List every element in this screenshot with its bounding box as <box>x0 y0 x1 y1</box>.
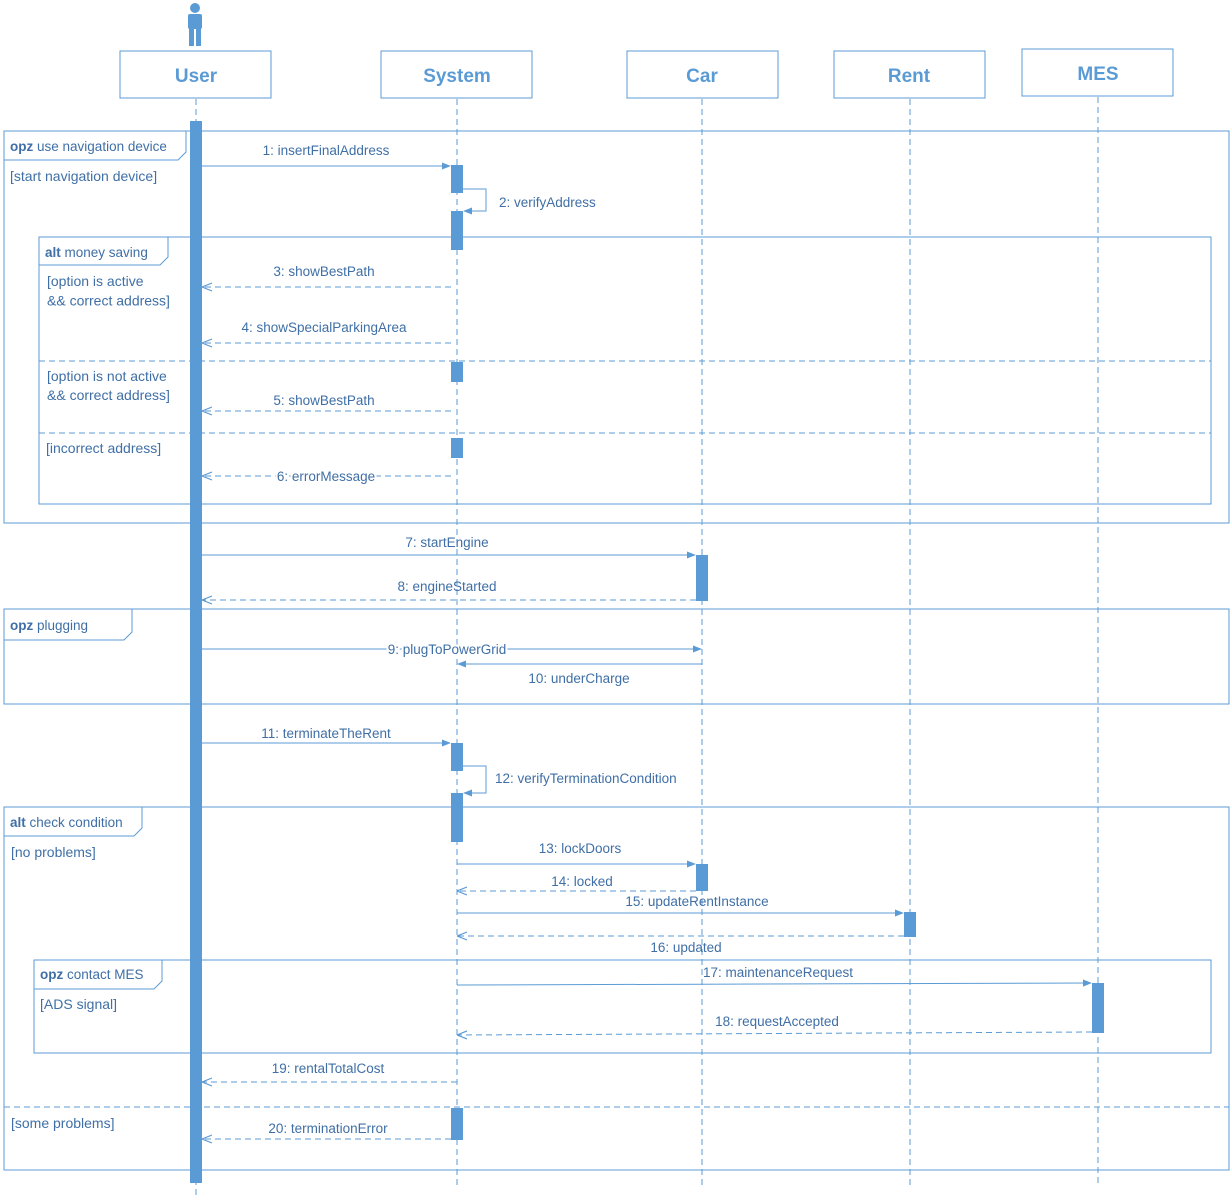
svg-text:12: verifyTerminationCondition: 12: verifyTerminationCondition <box>495 771 677 786</box>
svg-text:4: showSpecialParkingArea: 4: showSpecialParkingArea <box>241 320 407 335</box>
messages: 1: insertFinalAddress 2: verifyAddress 3… <box>202 143 1093 1139</box>
svg-text:opz use navigation device: opz use navigation device <box>10 139 167 154</box>
message-12[interactable]: 12: verifyTerminationCondition <box>463 765 677 797</box>
message-6[interactable]: 6: errorMessage <box>203 467 451 486</box>
fragment-money-saving[interactable]: alt money saving [option is active&& cor… <box>38 236 1212 505</box>
message-13[interactable]: 13: lockDoors <box>457 841 696 868</box>
message-15[interactable]: 15: updateRentInstance <box>457 894 904 917</box>
activation-system <box>451 793 463 842</box>
fragment-title: check condition <box>30 815 123 830</box>
guard-option-not-active: [option is not active&& correct address] <box>47 368 170 403</box>
guard-incorrect-address: [incorrect address] <box>46 440 161 456</box>
activation-user <box>190 121 202 1183</box>
guard-start-navigation: [start navigation device] <box>10 168 157 184</box>
message-10[interactable]: 10: underCharge <box>457 660 702 686</box>
message-7[interactable]: 7: startEngine <box>202 535 696 559</box>
fragment-check-condition[interactable]: alt check condition [no problems] [some … <box>3 806 1230 1171</box>
guard-option-active: [option is active&& correct address] <box>47 273 170 309</box>
svg-text:2: verifyAddress: 2: verifyAddress <box>499 195 596 210</box>
fragment-use-navigation-device[interactable]: opz use navigation device [start navigat… <box>3 130 1230 524</box>
svg-text:3: showBestPath: 3: showBestPath <box>273 264 374 279</box>
fragment-keyword: opz <box>10 618 33 633</box>
participant-rent[interactable]: Rent <box>833 50 986 99</box>
guard-no-problems: [no problems] <box>11 844 96 860</box>
message-2[interactable]: 2: verifyAddress <box>463 188 596 215</box>
fragment-keyword: alt <box>45 245 61 260</box>
svg-text:alt money saving: alt money saving <box>45 245 148 260</box>
participant-user[interactable]: User <box>119 50 272 99</box>
message-4[interactable]: 4: showSpecialParkingArea <box>203 320 451 343</box>
message-18[interactable]: 18: requestAccepted <box>458 1014 1093 1035</box>
svg-text:17: maintenanceRequest: 17: maintenanceRequest <box>703 965 853 980</box>
participant-headers: User System Car Rent MES <box>119 48 1174 99</box>
fragment-title: plugging <box>37 618 88 633</box>
fragment-title: use navigation device <box>37 139 167 154</box>
svg-text:14: locked: 14: locked <box>551 874 613 889</box>
activation-system <box>451 743 463 771</box>
participant-mes-label: MES <box>1077 64 1118 85</box>
activation-bars <box>190 121 1104 1183</box>
svg-text:20: terminationError: 20: terminationError <box>268 1121 388 1136</box>
fragment-keyword: opz <box>10 139 33 154</box>
svg-text:6: errorMessage: 6: errorMessage <box>277 469 375 484</box>
guard-some-problems: [some problems] <box>11 1115 114 1131</box>
svg-text:15: updateRentInstance: 15: updateRentInstance <box>625 894 768 909</box>
svg-text:5: showBestPath: 5: showBestPath <box>273 393 374 408</box>
svg-text:opz contact MES: opz contact MES <box>40 967 144 982</box>
message-20[interactable]: 20: terminationError <box>203 1121 451 1139</box>
svg-text:19: rentalTotalCost: 19: rentalTotalCost <box>272 1061 385 1076</box>
activation-car <box>696 555 708 601</box>
svg-text:9: plugToPowerGrid: 9: plugToPowerGrid <box>388 642 507 657</box>
message-11[interactable]: 11: terminateTheRent <box>202 726 451 747</box>
fragment-title: contact MES <box>67 967 144 982</box>
activation-rent <box>904 912 916 937</box>
svg-text:10: underCharge: 10: underCharge <box>528 671 629 686</box>
svg-text:1: insertFinalAddress: 1: insertFinalAddress <box>263 143 390 158</box>
message-5[interactable]: 5: showBestPath <box>203 393 451 411</box>
participant-mes[interactable]: MES <box>1021 48 1174 97</box>
message-8[interactable]: 8: engineStarted <box>203 579 696 600</box>
participant-car[interactable]: Car <box>626 50 779 99</box>
participant-system-label: System <box>423 66 491 87</box>
lifelines <box>195 97 1099 1197</box>
activation-car <box>696 864 708 891</box>
fragment-keyword: alt <box>10 815 26 830</box>
message-9[interactable]: 9: plugToPowerGrid <box>202 640 702 659</box>
participant-user-label: User <box>175 66 218 87</box>
svg-text:opz plugging: opz plugging <box>10 618 88 633</box>
activation-system <box>451 362 463 382</box>
svg-text:16: updated: 16: updated <box>650 940 721 955</box>
svg-text:8: engineStarted: 8: engineStarted <box>397 579 496 594</box>
message-3[interactable]: 3: showBestPath <box>203 264 451 287</box>
svg-text:18: requestAccepted: 18: requestAccepted <box>715 1014 839 1029</box>
activation-mes <box>1092 983 1104 1033</box>
message-1[interactable]: 1: insertFinalAddress <box>202 143 451 170</box>
participant-rent-label: Rent <box>888 66 931 87</box>
svg-text:7: startEngine: 7: startEngine <box>405 535 488 550</box>
guard-ads-signal: [ADS signal] <box>40 996 117 1012</box>
svg-text:11: terminateTheRent: 11: terminateTheRent <box>261 726 391 741</box>
activation-system <box>451 165 463 193</box>
fragment-contact-mes[interactable]: opz contact MES [ADS signal] <box>33 959 1212 1054</box>
activation-system <box>451 1108 463 1140</box>
actor-icon <box>188 3 202 46</box>
activation-system <box>451 438 463 458</box>
fragment-keyword: opz <box>40 967 63 982</box>
participant-car-label: Car <box>686 66 718 87</box>
svg-text:13: lockDoors: 13: lockDoors <box>539 841 622 856</box>
message-14[interactable]: 14: locked <box>458 874 696 891</box>
svg-text:alt check condition: alt check condition <box>10 815 123 830</box>
fragment-title: money saving <box>65 245 148 260</box>
message-19[interactable]: 19: rentalTotalCost <box>203 1061 457 1082</box>
activation-system <box>451 211 463 250</box>
message-17[interactable]: 17: maintenanceRequest <box>456 965 1092 987</box>
participant-system[interactable]: System <box>380 50 533 99</box>
fragment-plugging[interactable]: opz plugging <box>3 608 1230 705</box>
message-16[interactable]: 16: updated <box>458 936 904 955</box>
